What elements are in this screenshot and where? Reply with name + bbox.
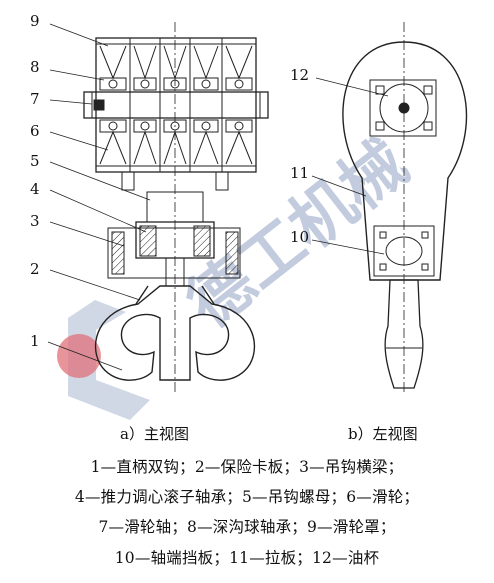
legend-line-3: 7—滑轮轴；8—深沟球轴承；9—滑轮罩；: [98, 518, 396, 536]
part-label-1: 1: [30, 332, 40, 350]
hub-plate: [369, 79, 437, 137]
front-view-labels: 9 8 7 6 5 4 3 2 1: [30, 12, 40, 350]
watermark-logo-icon: [68, 300, 150, 420]
side-view-caption: b）左视图: [348, 425, 418, 443]
oil-cup: [398, 102, 410, 114]
part-label-7: 7: [30, 90, 40, 108]
watermark-dot-icon: [57, 334, 101, 378]
front-view: [47, 22, 269, 392]
part-label-4: 4: [30, 180, 40, 198]
side-view-labels: 12 11 10: [290, 66, 309, 246]
part-label-11: 11: [290, 164, 309, 182]
ball-bearings: [99, 77, 253, 133]
part-label-12: 12: [290, 66, 309, 84]
front-view-caption: a）主视图: [120, 425, 189, 443]
hook-crossbeam: [107, 227, 241, 279]
part-label-2: 2: [30, 260, 40, 278]
part-label-5: 5: [30, 152, 40, 170]
part-label-10: 10: [290, 228, 309, 246]
part-label-9: 9: [30, 12, 40, 30]
part-label-8: 8: [30, 58, 40, 76]
legend-line-2: 4—推力调心滚子轴承；5—吊钩螺母；6—滑轮；: [74, 488, 420, 506]
shaft-end-plate: [373, 225, 435, 277]
double-hook: [94, 285, 256, 381]
part-label-3: 3: [30, 212, 40, 230]
legend-line-4: 10—轴端挡板；11—拉板；12—油杯: [114, 549, 380, 567]
pulleys: [99, 38, 253, 172]
legend-line-1: 1—直柄双钩；2—保险卡板；3—吊钩横梁；: [90, 458, 404, 476]
part-label-6: 6: [30, 122, 40, 140]
pulley-shaft: [83, 91, 269, 119]
safety-latch: [135, 285, 215, 305]
side-view: [311, 22, 468, 395]
hook-side-profile: [384, 279, 424, 389]
pulley-cover: [95, 37, 257, 173]
